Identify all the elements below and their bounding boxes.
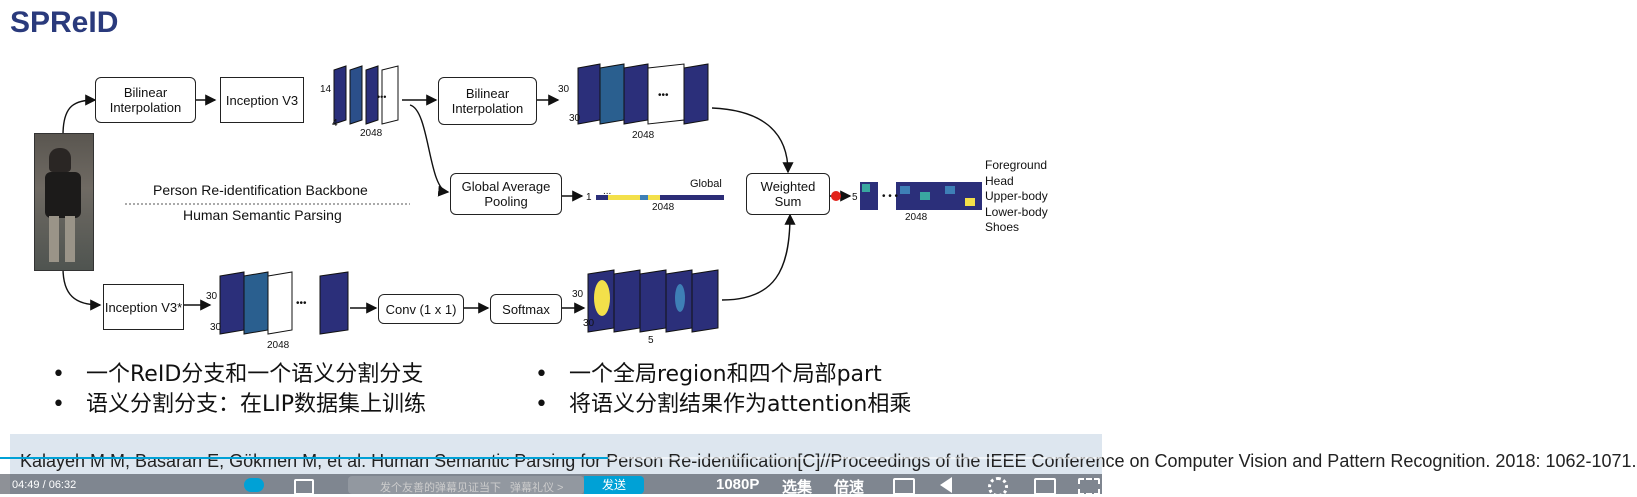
bullet-left-1: •一个ReID分支和一个语义分割分支	[52, 362, 424, 387]
danmaku-toggle-icon[interactable]	[244, 478, 264, 492]
dots-label: ...	[603, 186, 612, 197]
time-display: 04:49 / 06:32	[12, 479, 77, 491]
inception-v3-star-box: Inception V3*	[103, 284, 184, 330]
bilinear-interpolation-box-2: Bilinear Interpolation	[438, 77, 537, 125]
dim-label: 5	[852, 192, 858, 203]
dim-label: 4	[332, 118, 338, 129]
progress-fill	[0, 457, 608, 459]
bullet-right-2: •将语义分割结果作为attention相乘	[535, 392, 912, 417]
episodes-button[interactable]: 选集	[782, 479, 813, 496]
svg-text:•••: •••	[377, 92, 386, 102]
bilinear-interpolation-box-1: Bilinear Interpolation	[95, 77, 196, 123]
slide: SPReID	[10, 6, 1637, 494]
part-label: Upper-body	[985, 189, 1048, 203]
person-image	[34, 133, 94, 271]
part-label: Lower-body	[985, 204, 1048, 219]
global-label: Global	[690, 178, 722, 190]
dim-label: 30	[206, 291, 218, 302]
volume-icon[interactable]	[940, 477, 952, 493]
dim-label: 5	[648, 335, 654, 346]
svg-text:• • •: • • •	[882, 191, 899, 202]
dim-label: 30	[558, 84, 570, 95]
parsing-label: Human Semantic Parsing	[183, 207, 342, 223]
dim-label: 2048	[905, 212, 928, 223]
danmaku-placeholder: 发个友善的弹幕见证当下	[380, 482, 501, 494]
conv-box: Conv (1 x 1)	[378, 294, 464, 324]
backbone-label: Person Re-identification Backbone	[153, 182, 368, 198]
feature-stack-4	[587, 269, 719, 333]
slide-title: SPReID	[10, 6, 119, 39]
parts-list: Foreground Head Upper-body Lower-body Sh…	[985, 158, 1048, 236]
dim-label: 2048	[267, 340, 290, 351]
quality-button[interactable]: 1080P	[716, 476, 760, 493]
reference-text: Kalayeh M M, Basaran E, Gökmen M, et al.…	[20, 451, 1637, 471]
danmaku-input[interactable]: 发个友善的弹幕见证当下 弹幕礼仪 >	[348, 476, 584, 494]
fullscreen-icon[interactable]	[1078, 478, 1100, 495]
global-average-pooling-box: Global Average Pooling	[450, 173, 562, 215]
softmax-box: Softmax	[490, 294, 562, 324]
bullet-right-1: •一个全局region和四个局部part	[535, 362, 882, 387]
diagram-connections: • • •	[62, 94, 982, 314]
part-label: Shoes	[985, 220, 1020, 234]
player-control-bar	[0, 474, 1102, 494]
settings-gear-icon[interactable]	[988, 477, 1008, 497]
dim-label: 2048	[360, 128, 383, 139]
dim-label: 2048	[652, 202, 675, 213]
part-label: Head	[985, 173, 1014, 188]
send-button[interactable]: 发送	[584, 476, 644, 494]
subtitle-off-icon[interactable]	[893, 478, 915, 495]
danmaku-settings-icon[interactable]	[294, 479, 314, 495]
picture-in-picture-icon[interactable]	[1034, 478, 1056, 495]
feature-stack-1: •••	[333, 65, 399, 125]
speed-button[interactable]: 倍速	[834, 479, 865, 496]
weighted-sum-box: Weighted Sum	[746, 173, 830, 215]
danmaku-etiquette-link[interactable]: 弹幕礼仪 >	[510, 482, 564, 494]
dim-label: 30	[583, 318, 595, 329]
bullet-left-2: •语义分割分支：在LIP数据集上训练	[52, 392, 427, 417]
dim-label: 30	[210, 322, 222, 333]
feature-stack-2: •••	[577, 63, 709, 125]
inception-v3-box: Inception V3	[220, 77, 304, 123]
dim-label: 1	[586, 192, 592, 203]
part-label: Foreground	[985, 158, 1048, 172]
svg-text:•••: •••	[658, 90, 669, 101]
dim-label: 2048	[632, 130, 655, 141]
feature-stack-3: •••	[219, 271, 349, 335]
svg-text:•••: •••	[296, 298, 307, 309]
dim-label: 14	[320, 84, 332, 95]
dim-label: 30	[572, 289, 584, 300]
dim-label: 30	[569, 113, 581, 124]
